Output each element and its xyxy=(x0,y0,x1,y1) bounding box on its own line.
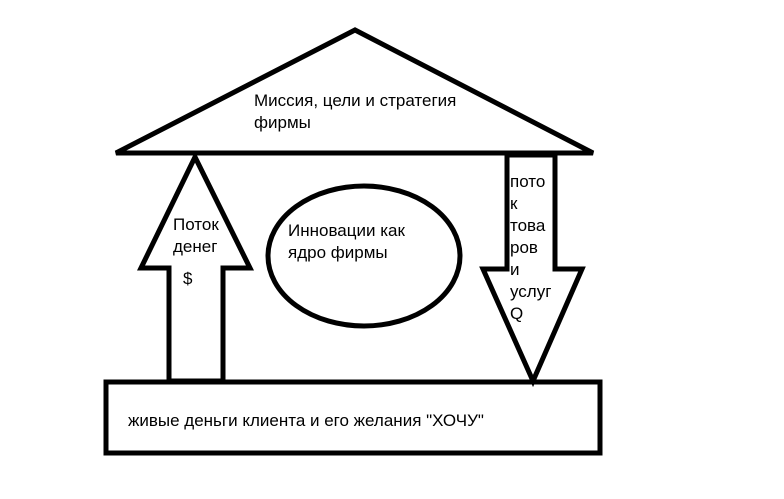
base-label: живые деньги клиента и его желания "ХОЧУ… xyxy=(128,411,484,430)
goods-flow-line: ров xyxy=(510,238,538,257)
money-flow-label-line1: Поток xyxy=(173,215,219,234)
money-flow-label: Поток денег xyxy=(173,214,219,258)
goods-flow-line: к xyxy=(510,194,518,213)
goods-flow-line: Q xyxy=(510,304,524,323)
goods-flow-line: това xyxy=(510,216,546,235)
core-label-line2: ядро фирмы xyxy=(288,243,388,262)
core-label-line1: Инновации как xyxy=(288,221,405,240)
base-rectangle xyxy=(103,379,603,456)
roof-label: Миссия, цели и стратегия фирмы xyxy=(254,90,456,134)
goods-flow-down-arrow xyxy=(479,152,586,388)
money-flow-label-line2: денег xyxy=(173,237,218,256)
money-flow-up-arrow xyxy=(137,151,255,384)
roof-triangle xyxy=(114,27,595,156)
goods-flow-line: пото xyxy=(510,172,546,191)
innovation-core-ellipse xyxy=(265,183,463,329)
goods-flow-line: услуг xyxy=(510,282,552,301)
roof-label-line1: Миссия, цели и стратегия xyxy=(254,91,457,110)
money-flow-symbol: $ xyxy=(183,269,193,288)
goods-flow-label: пото к това ров и услуг Q xyxy=(510,171,551,325)
roof-label-line2: фирмы xyxy=(254,113,311,132)
goods-flow-line: и xyxy=(510,260,520,279)
core-label: Инновации как ядро фирмы xyxy=(288,220,405,264)
